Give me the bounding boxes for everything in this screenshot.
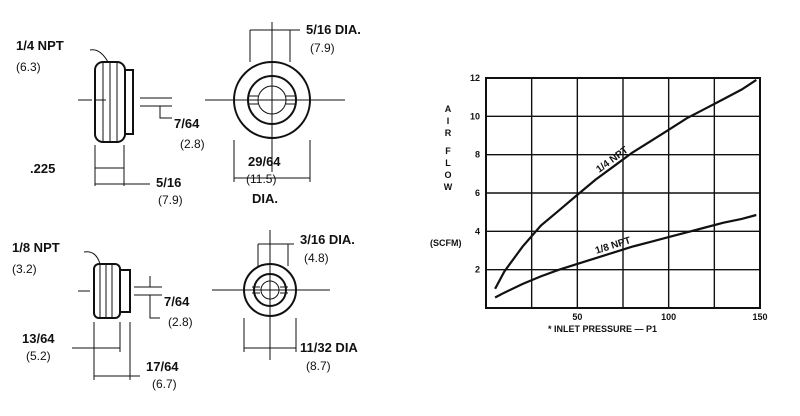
- top-slot: [248, 95, 296, 105]
- y-axis-label-letter: O: [444, 170, 451, 180]
- series-line: [494, 213, 757, 299]
- top-hole-dim-lines: [140, 97, 172, 119]
- y-tick-label: 12: [470, 73, 480, 83]
- bottom-inner-dia-label: 3/16 DIA.: [300, 232, 355, 247]
- y-tick-label: 10: [470, 111, 480, 121]
- x-axis-label: * INLET PRESSURE — P1: [548, 324, 657, 334]
- y-axis-label-letter: A: [445, 104, 452, 114]
- bottom-plug-body: [93, 263, 131, 319]
- top-inner-dia-dim: [249, 29, 300, 62]
- top-hole-metric: (2.8): [180, 137, 205, 151]
- top-inner-circle: [257, 85, 287, 115]
- y-axis-label-letter: F: [445, 146, 451, 156]
- y-tick-label: 8: [475, 150, 480, 160]
- bottom-inner-dia-metric: (4.8): [304, 251, 329, 265]
- y-tick-label: 6: [475, 188, 480, 198]
- bottom-outer-dia-dim: [243, 318, 297, 352]
- top-inner-dia-label: 5/16 DIA.: [306, 22, 361, 37]
- bottom-inner-dia-dim: [257, 243, 294, 266]
- top-plug-end-view: 5/16 DIA. (7.9) 29/64 (11.5) DIA.: [205, 22, 361, 206]
- top-mid-circle: [247, 75, 297, 125]
- chart-frame: [485, 77, 761, 309]
- top-inner-dia-metric: (7.9): [310, 41, 335, 55]
- bottom-plug-end-view: 3/16 DIA. (4.8) 11/32 DIA (8.7): [212, 230, 358, 373]
- bottom-short-len-metric: (5.2): [26, 349, 51, 363]
- y-axis-label-letter: L: [445, 158, 451, 168]
- bottom-hole-label: 7/64: [164, 294, 190, 309]
- bottom-plug-side-view: 1/8 NPT (3.2) 7/64 (2.8) 13/64 (5.2) 17/…: [12, 240, 193, 391]
- top-height-label: .225: [30, 161, 55, 176]
- bottom-outer-dia-label: 11/32 DIA: [300, 340, 358, 355]
- top-outer-dia-suffix: DIA.: [252, 191, 278, 206]
- top-length-label: 5/16: [156, 175, 181, 190]
- bottom-length-dim-lines: [72, 322, 140, 380]
- bottom-thread-leader: [83, 251, 101, 265]
- bottom-length-label: 17/64: [146, 359, 179, 374]
- y-axis-label-letter: W: [444, 182, 453, 192]
- top-plug-body: [94, 61, 134, 143]
- bottom-thread-label: 1/8 NPT: [12, 240, 60, 255]
- top-hole-label: 7/64: [174, 116, 200, 131]
- top-thread-metric: (6.3): [16, 60, 41, 74]
- bottom-outer-circle: [243, 263, 297, 317]
- y-tick-label: 2: [475, 265, 480, 275]
- y-axis-unit: (SCFM): [430, 238, 462, 248]
- series-line: [494, 78, 757, 290]
- bottom-inner-circle: [260, 280, 280, 300]
- bottom-outer-dia-metric: (8.7): [306, 359, 331, 373]
- x-tick-labels: 50 100 150: [572, 312, 767, 322]
- y-tick-label: 4: [475, 226, 480, 236]
- y-tick-labels: 2 4 6 8 10 12: [470, 73, 480, 275]
- top-outer-circle: [233, 61, 311, 139]
- bottom-thread-metric: (3.2): [12, 262, 37, 276]
- bottom-hole-dim-lines: [134, 276, 162, 319]
- top-plug-side-view: 1/4 NPT (6.3) 7/64 (2.8) .225 5/16 (7.9): [16, 38, 205, 207]
- top-thread-label: 1/4 NPT: [16, 38, 64, 53]
- top-length-metric: (7.9): [158, 193, 183, 207]
- top-length-dim-lines: [94, 145, 150, 186]
- top-thread-leader: [89, 49, 109, 63]
- chart-grid: [486, 78, 760, 308]
- series-label: 1/4 NPT: [594, 145, 630, 176]
- y-axis-label-letter: R: [445, 128, 452, 138]
- x-tick-label: 150: [752, 312, 767, 322]
- bottom-length-metric: (6.7): [152, 377, 177, 391]
- bottom-hole-metric: (2.8): [168, 315, 193, 329]
- x-tick-label: 100: [661, 312, 676, 322]
- top-outer-dia-dim: [233, 140, 311, 182]
- top-outer-dia-metric: (11.5): [246, 172, 276, 186]
- top-outer-dia-label: 29/64: [248, 154, 281, 169]
- bottom-short-len-label: 13/64: [22, 331, 55, 346]
- bottom-slot: [252, 286, 288, 294]
- x-tick-label: 50: [572, 312, 582, 322]
- y-axis-label-letter: I: [447, 116, 450, 126]
- bottom-mid-circle: [253, 273, 287, 307]
